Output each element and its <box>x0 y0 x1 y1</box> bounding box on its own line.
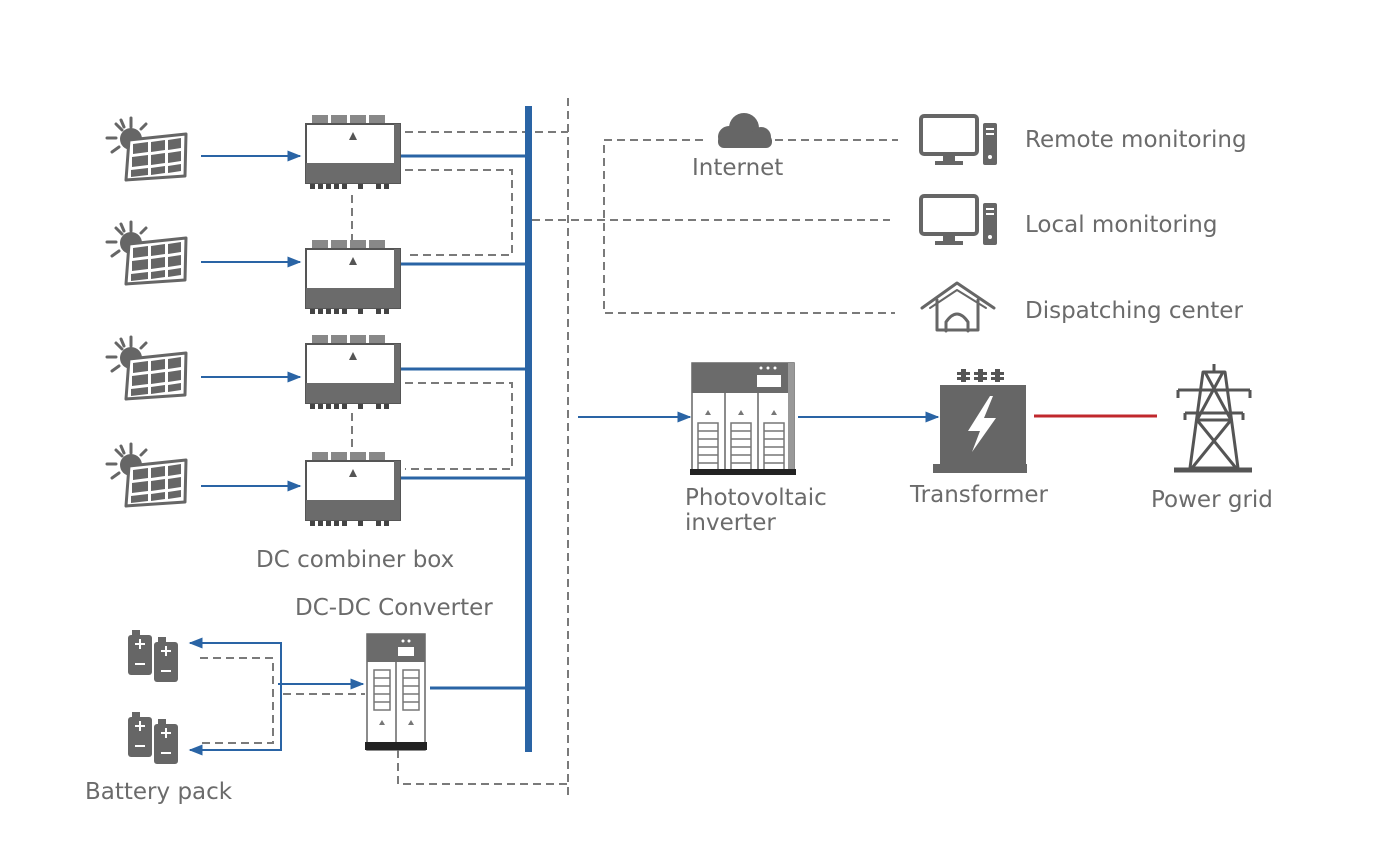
solar-panel-icon <box>105 116 188 182</box>
local-monitoring-label: Local monitoring <box>1025 212 1218 238</box>
solar-panel-icon <box>105 335 188 401</box>
dispatching-center-label: Dispatching center <box>1025 298 1243 324</box>
cloud-icon <box>718 113 772 148</box>
dc-dc-converter-label: DC-DC Converter <box>295 595 493 621</box>
combiner-box-icon <box>305 334 401 410</box>
computer-icon <box>919 194 999 247</box>
dc-combiner-box-label: DC combiner box <box>256 547 455 573</box>
battery-icon <box>128 712 178 764</box>
transformer-icon <box>933 369 1027 473</box>
internet-label: Internet <box>692 155 784 181</box>
combiner-box-icon <box>305 114 401 190</box>
transformer-label: Transformer <box>910 482 1049 508</box>
power-pylon-icon <box>1174 364 1252 473</box>
battery-pack-label: Battery pack <box>85 779 233 805</box>
house-icon <box>920 281 996 333</box>
dc-dc-converter-icon <box>365 633 427 751</box>
inverter-cabinet-icon <box>690 362 796 475</box>
photovoltaic-inverter-label: Photovoltaic inverter <box>685 485 827 536</box>
combiner-box-icon <box>305 451 401 527</box>
battery-icon <box>128 630 178 682</box>
combiner-box-icon <box>305 239 401 315</box>
solar-panel-icon <box>105 442 188 508</box>
remote-monitoring-label: Remote monitoring <box>1025 127 1247 153</box>
power-grid-label: Power grid <box>1151 487 1273 513</box>
solar-panel-icon <box>105 220 188 286</box>
computer-icon <box>919 114 999 167</box>
